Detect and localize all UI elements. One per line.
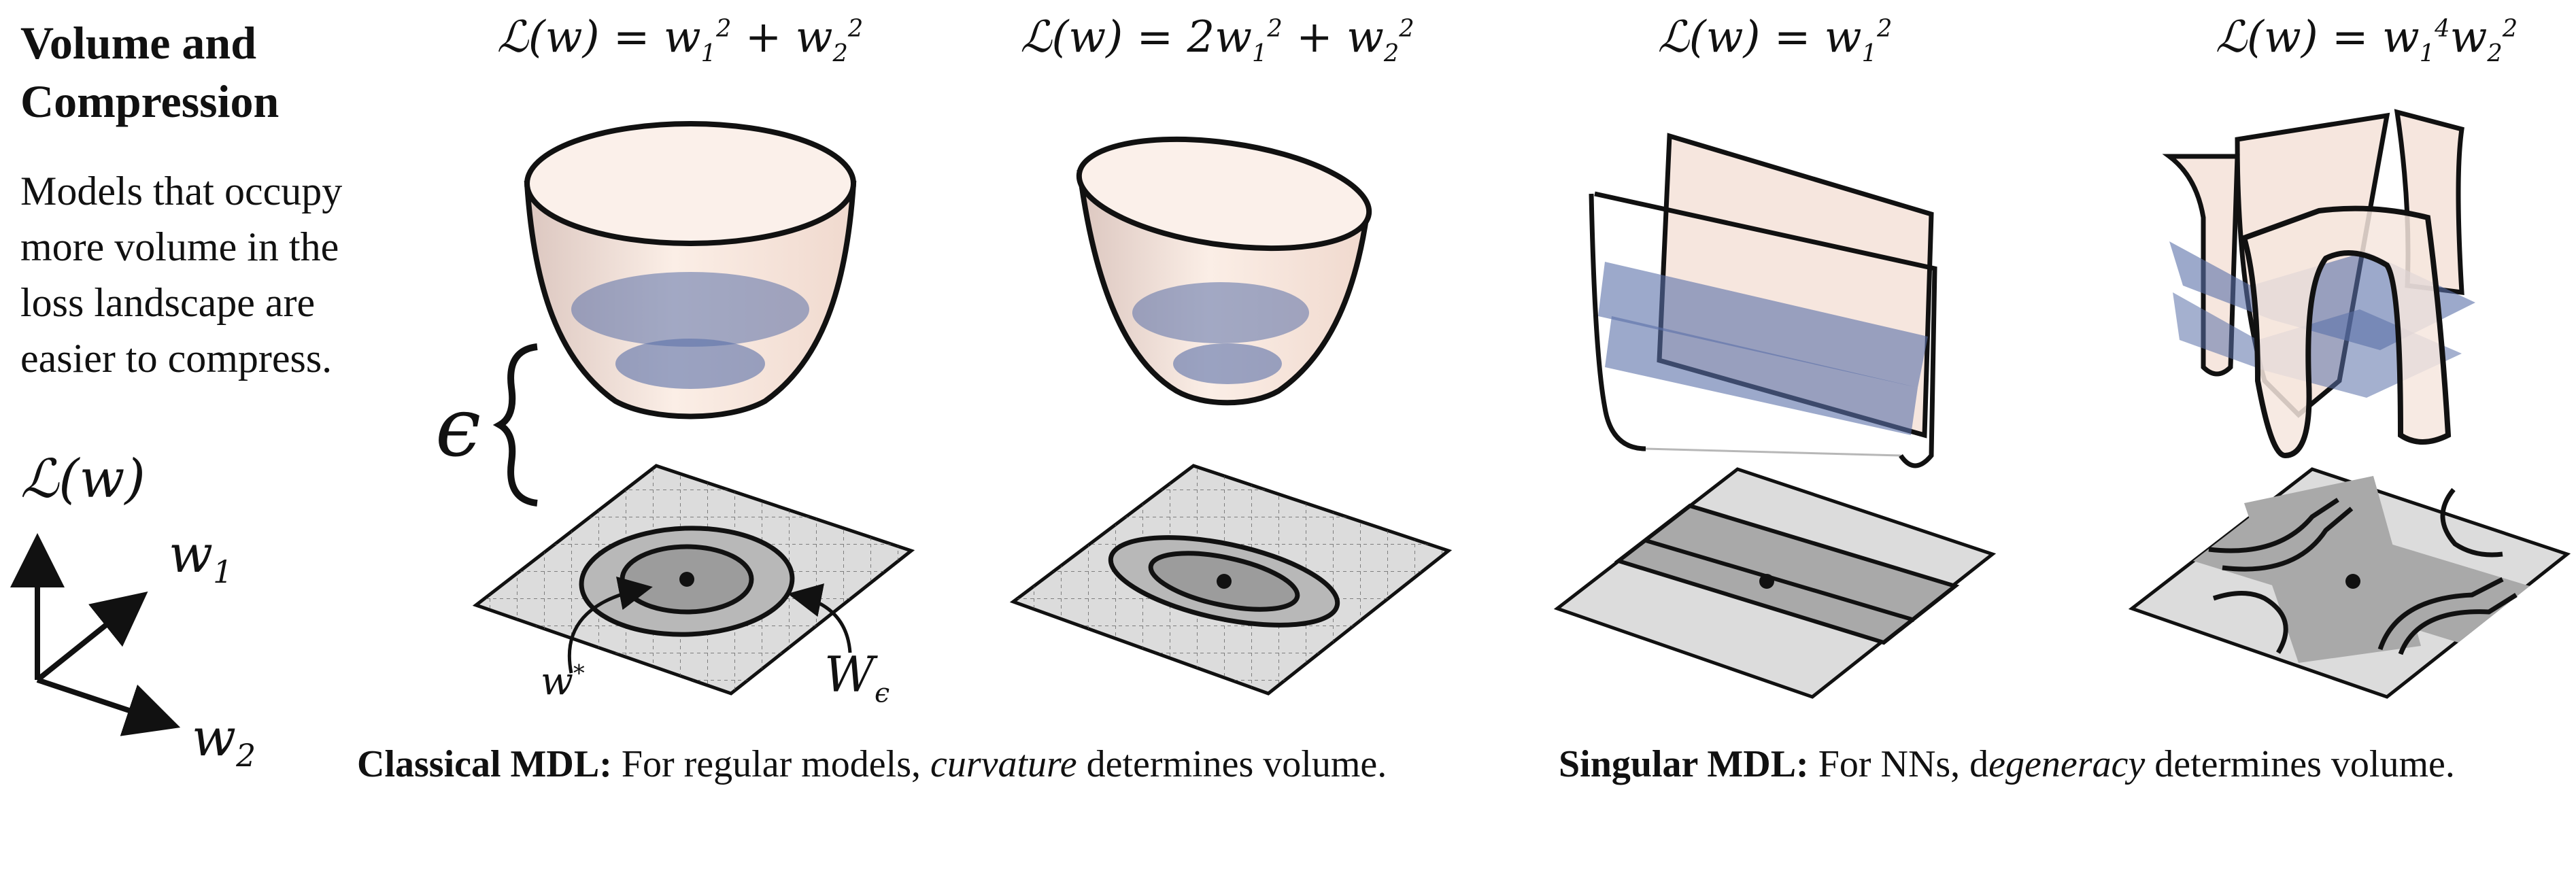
- panel-1-contour-plane: [472, 464, 915, 696]
- loss-axis-label: ℒ(w): [20, 449, 146, 510]
- figure-heading: Volume and Compression: [20, 14, 401, 131]
- caption-classical-post: determines volume.: [1077, 743, 1387, 785]
- w1-subscript: 1: [213, 554, 233, 591]
- w2-symbol: w: [192, 707, 237, 768]
- w-star-symbol: w: [541, 660, 573, 704]
- description-line-2: more volume in the: [20, 224, 339, 269]
- panel-1-surface: [524, 121, 857, 420]
- panel-4-surface: [2162, 109, 2475, 459]
- figure-description: Models that occupy more volume in the lo…: [20, 163, 428, 386]
- w-star-label: w*: [541, 660, 585, 704]
- panel-4-contour-plane: [2128, 467, 2571, 699]
- axes-icon: [10, 533, 181, 736]
- w-eps-pointer-icon: [787, 583, 852, 653]
- panel-3-contour-plane: [1553, 467, 1997, 699]
- panel-1-sup-1: 2: [716, 14, 732, 43]
- w2-axis-label: w2: [192, 707, 256, 774]
- w1-axis-label: w1: [169, 524, 233, 590]
- w-star-pointer-icon: [567, 577, 653, 674]
- caption-singular-bold: Singular MDL:: [1559, 743, 1809, 785]
- panel-1-sup-2: 2: [847, 14, 864, 43]
- caption-classical-pre: For regular models,: [611, 743, 930, 785]
- panel-2-surface: [1076, 136, 1372, 406]
- panel-4-title-prefix: ℒ(w) = w: [2215, 12, 2420, 63]
- epsilon-brace-icon: [492, 343, 538, 507]
- panel-2-contour-plane: [1009, 464, 1453, 696]
- panel-1-title-prefix: ℒ(w) = w: [496, 12, 701, 63]
- heading-line-1: Volume and: [20, 17, 257, 69]
- panel-3-sup-1: 2: [1876, 14, 1893, 43]
- w-eps-symbol: W: [824, 646, 875, 703]
- w-star-superscript: *: [573, 660, 585, 687]
- panel-1-sub-1: 1: [700, 39, 717, 67]
- panel-3-surface: [1589, 133, 1937, 468]
- w2-subscript: 2: [236, 738, 256, 774]
- panel-2-title-prefix: ℒ(w) = 2w: [1020, 12, 1252, 63]
- panel-4-sup-1: 4: [2435, 14, 2450, 43]
- panel-2-title-rest: + w: [1296, 12, 1384, 63]
- panel-3-sub-1: 1: [1861, 39, 1877, 67]
- description-line-4: easier to compress.: [20, 336, 333, 381]
- panel-2-sup-1: 2: [1267, 14, 1283, 43]
- caption-classical-bold: Classical MDL:: [357, 743, 612, 785]
- panel-1-title: ℒ(w) = w12 + w22: [497, 12, 864, 67]
- panel-3-title-prefix: ℒ(w) = w: [1657, 12, 1862, 63]
- caption-singular-post: determines volume.: [2145, 743, 2455, 785]
- panel-4-sub-1: 1: [2419, 39, 2435, 67]
- heading-line-2: Compression: [20, 75, 279, 127]
- description-line-3: loss landscape are: [20, 280, 316, 325]
- panel-2-sub-1: 1: [1251, 39, 1268, 67]
- panel-4-sub-2: 2: [2487, 39, 2503, 67]
- panel-1-sub-2: 2: [832, 39, 848, 67]
- panel-2-title: ℒ(w) = 2w12 + w22: [1020, 12, 1414, 67]
- panel-3-title: ℒ(w) = w12: [1658, 12, 1893, 67]
- epsilon-label: ϵ: [435, 381, 481, 475]
- caption-classical: Classical MDL: For regular models, curva…: [357, 742, 1387, 786]
- panel-4-title: ℒ(w) = w14w22: [2215, 12, 2518, 67]
- panel-4-sup-2: 2: [2502, 14, 2518, 43]
- panel-1-title-rest: + w: [745, 12, 833, 63]
- panel-2-sub-2: 2: [1383, 39, 1400, 67]
- w1-symbol: w: [169, 524, 214, 584]
- caption-classical-italic: curvature: [930, 743, 1077, 785]
- w-eps-label: Wϵ: [824, 646, 889, 708]
- description-line-1: Models that occupy: [20, 169, 343, 213]
- caption-singular: Singular MDL: For NNs, degeneracy determ…: [1559, 742, 2455, 786]
- w-eps-subscript: ϵ: [875, 677, 890, 709]
- caption-singular-italic: egeneracy: [1988, 743, 2146, 785]
- panel-2-sup-2: 2: [1399, 14, 1414, 43]
- caption-singular-pre: For NNs, d: [1808, 743, 1989, 785]
